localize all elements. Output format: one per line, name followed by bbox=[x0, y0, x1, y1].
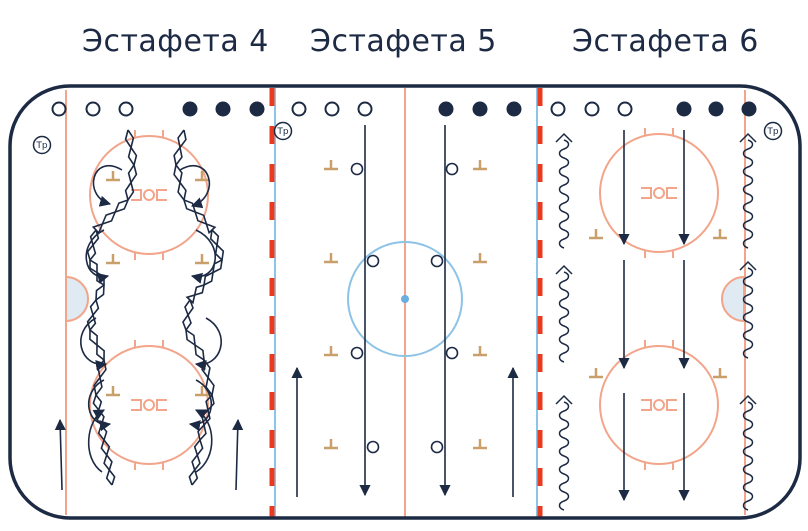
coach-marker-middle: Тр bbox=[273, 121, 293, 141]
center-faceoff-dot bbox=[401, 295, 409, 303]
cone-marker bbox=[473, 160, 487, 171]
left-goal-crease bbox=[65, 275, 89, 323]
crossover-chain bbox=[742, 401, 754, 511]
faceoff-marks-lt bbox=[131, 189, 167, 201]
chevron-up-icon bbox=[555, 264, 573, 275]
relay-6-crossover-paths bbox=[555, 132, 757, 511]
cone-marker bbox=[195, 254, 209, 265]
faceoff-circle-right-bottom bbox=[599, 345, 719, 465]
faceoff-circle-left-top bbox=[89, 135, 209, 255]
cone-marker bbox=[195, 171, 209, 182]
relay-5-markers bbox=[350, 162, 459, 454]
cone-marker bbox=[589, 368, 603, 379]
cone-marker bbox=[324, 160, 338, 171]
cone-marker bbox=[324, 346, 338, 357]
cone-marker bbox=[713, 229, 727, 240]
player-filled bbox=[182, 101, 198, 117]
relay-4-weave-paths bbox=[86, 129, 225, 486]
weave-path bbox=[173, 129, 225, 486]
chevron-up-icon bbox=[555, 132, 573, 143]
cone-marker bbox=[324, 439, 338, 450]
crossover-chain bbox=[742, 139, 754, 249]
relay-4-turn-arrows bbox=[54, 164, 244, 491]
relay-4-title: Эстафета 4 bbox=[82, 24, 269, 59]
crossover-chain bbox=[558, 401, 570, 511]
coach-marker-left: Тр bbox=[32, 135, 52, 155]
crossover-chain bbox=[558, 139, 570, 249]
relay-5-lanes bbox=[291, 125, 519, 497]
relay-6-lanes bbox=[618, 130, 690, 502]
chevron-up-icon bbox=[739, 132, 757, 143]
cone-marker bbox=[195, 386, 209, 397]
crossover-chain bbox=[742, 267, 754, 359]
cone-marker bbox=[324, 253, 338, 264]
chevron-up-icon bbox=[555, 394, 573, 405]
relay-6-title: Эстафета 6 bbox=[572, 24, 759, 59]
right-goal-crease bbox=[721, 275, 745, 323]
svg-text:Тр: Тр bbox=[276, 127, 288, 137]
cone-marker bbox=[473, 346, 487, 357]
cone-marker bbox=[106, 386, 120, 397]
cone-marker bbox=[473, 439, 487, 450]
player-open bbox=[51, 101, 67, 117]
cones bbox=[106, 160, 727, 450]
cone-marker bbox=[106, 171, 120, 182]
svg-text:Тр: Тр bbox=[766, 127, 778, 137]
chevron-up-icon bbox=[739, 260, 757, 271]
rink-boards bbox=[8, 84, 802, 520]
faceoff-circle-right-top bbox=[599, 133, 719, 253]
coach-marker-right: Тр bbox=[763, 121, 783, 141]
cone-marker bbox=[589, 229, 603, 240]
chevron-up-icon bbox=[739, 394, 757, 405]
center-circle bbox=[347, 241, 463, 357]
svg-text:Тр: Тр bbox=[35, 141, 47, 151]
cone-marker bbox=[473, 253, 487, 264]
faceoff-circle-left-bottom bbox=[89, 345, 209, 465]
relay-5-title: Эстафета 5 bbox=[310, 24, 497, 59]
cone-marker bbox=[713, 368, 727, 379]
crossover-chain bbox=[558, 271, 570, 363]
weave-path bbox=[86, 129, 138, 486]
cone-marker bbox=[106, 254, 120, 265]
